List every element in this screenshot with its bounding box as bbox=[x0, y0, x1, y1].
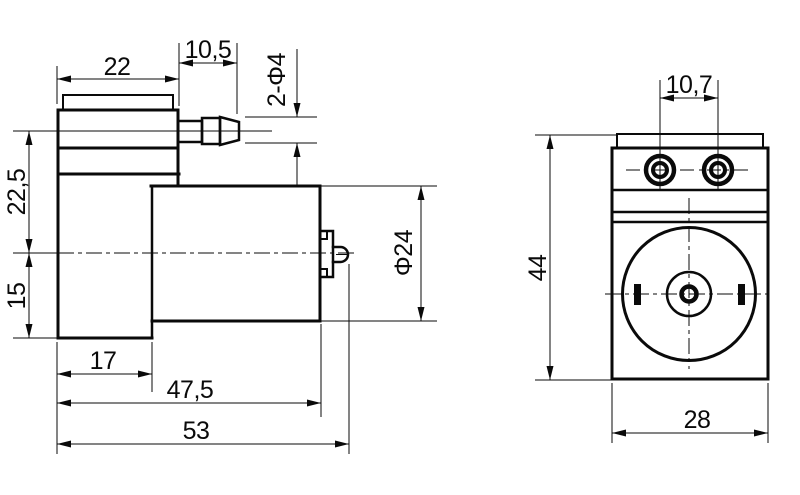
side-view: 22 10,5 2-Φ4 22,5 15 17 bbox=[3, 36, 437, 454]
barb-ring-2 bbox=[218, 115, 241, 147]
dim-label-total-height: 44 bbox=[524, 254, 552, 281]
motor-outline bbox=[149, 184, 322, 323]
front-view: 10,7 44 28 bbox=[524, 71, 773, 443]
motor-shaft-hub bbox=[679, 284, 699, 304]
head-cap bbox=[62, 94, 174, 111]
lug-notch-top bbox=[319, 230, 328, 240]
hose-barb bbox=[176, 115, 241, 147]
lug-notch-bottom bbox=[319, 268, 328, 278]
motor-slot-left bbox=[634, 284, 641, 305]
dim-label-port-spacing: 10,7 bbox=[666, 71, 713, 99]
motor-boss-circle bbox=[665, 270, 713, 318]
motor-slot-right bbox=[738, 284, 745, 305]
dimension-motor-length: 47,5 bbox=[57, 324, 322, 417]
dim-label-center-to-base: 15 bbox=[3, 283, 31, 310]
terminal-lug bbox=[319, 229, 350, 279]
front-cap bbox=[616, 133, 764, 149]
dim-label-motor-diameter: Φ24 bbox=[390, 229, 418, 276]
dim-label-barb-ports: 2-Φ4 bbox=[263, 52, 291, 107]
terminal-pin bbox=[331, 245, 350, 264]
front-body-outline bbox=[610, 133, 770, 381]
pump-head-outline bbox=[56, 94, 181, 340]
dimension-total-length: 53 bbox=[57, 264, 350, 454]
dimension-bracket-depth: 17 bbox=[56, 342, 153, 454]
dim-label-total-length: 53 bbox=[183, 417, 210, 445]
front-view-centerlines bbox=[605, 169, 773, 369]
dim-label-bracket-depth: 17 bbox=[90, 347, 117, 375]
dim-label-barb-length: 10,5 bbox=[185, 36, 232, 64]
dimension-motor-diameter: Φ24 bbox=[320, 185, 437, 322]
dimension-barb-length: 10,5 bbox=[179, 36, 238, 114]
dim-label-head-width: 22 bbox=[104, 53, 131, 81]
motor-face bbox=[621, 226, 757, 362]
dimension-center-to-hose: 22,5 bbox=[3, 131, 33, 253]
inlet-outlet-ports bbox=[643, 150, 735, 190]
mounting-bracket-outline bbox=[56, 184, 154, 340]
dim-label-center-to-hose: 22,5 bbox=[3, 169, 31, 216]
dim-label-body-width: 28 bbox=[684, 406, 711, 434]
dimension-body-width: 28 bbox=[611, 383, 769, 443]
dimension-barb-ports: 2-Φ4 bbox=[245, 49, 317, 185]
dimension-total-height: 44 bbox=[524, 134, 617, 381]
motor-face-circle bbox=[621, 226, 757, 362]
dimension-head-width: 22 bbox=[56, 43, 180, 106]
dimension-center-to-base: 15 bbox=[3, 253, 58, 339]
front-body bbox=[610, 146, 770, 381]
dim-label-motor-length: 47,5 bbox=[167, 376, 214, 404]
dimension-port-spacing: 10,7 bbox=[659, 71, 719, 150]
side-view-centerlines bbox=[13, 130, 357, 254]
